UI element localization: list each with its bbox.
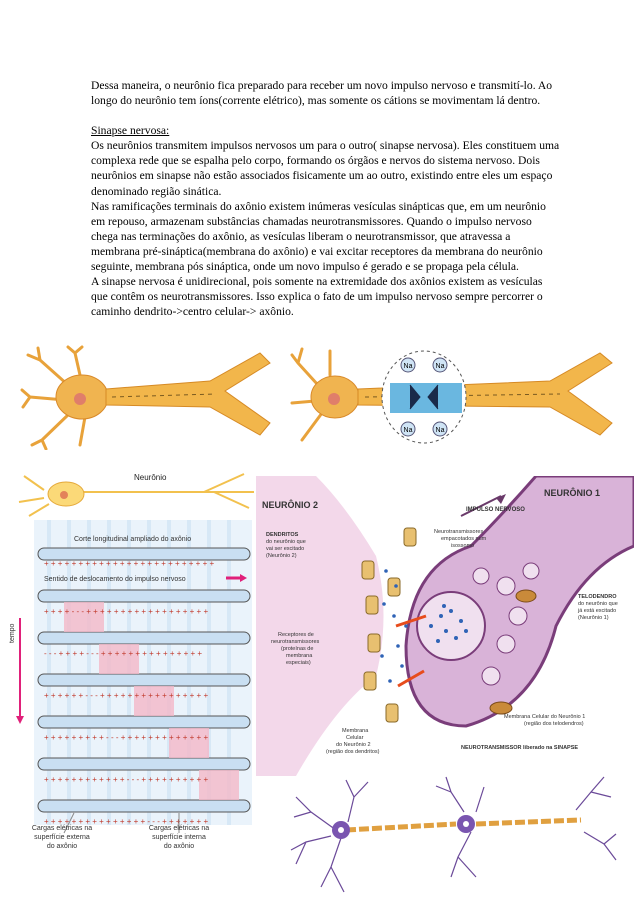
neuron2-title: NEURÔNIO 2 [262,499,318,510]
time-label: tempo [9,623,16,643]
released-label: NEUROTRANSMISSOR liberado na SINAPSE [461,745,578,751]
membrane1-label-2: (região dos telodendros) [524,721,584,727]
paragraph-synapse-network: Os neurônios transmitem impulsos nervoso… [91,139,560,198]
membrane2-label-4: (região dos dendritos) [326,749,380,755]
paragraph-unidirectional: A sinapse nervosa é unidirecional, pois … [91,275,543,319]
receptors-label-5: especiais) [286,660,311,666]
svg-text:+ + + + + + + + + + + + + + +: + + + + + + + + + + + + + + + + + + + + … [44,559,214,568]
ion-label: Na [404,363,413,370]
receptors-label-1: Receptores de [278,632,314,638]
section-heading: Sinapse nervosa: [91,124,170,138]
dendrites-label-4: (Neurônio 2) [266,553,297,559]
telodendro-label-1: TELODENDRO [578,594,617,600]
axon-charge-diagram: Neurônio Corte longitudinal ampliado do … [9,473,254,850]
telodendro-label-4: (Neurônio 1) [578,615,609,621]
packed-label-3: isossomo [451,543,474,549]
svg-text:+ + + + + + + + + + + + + + +: + + + + + + + + + + + + + + + - - - + + … [44,817,208,826]
dendrites-label-1: DENDRITOS [266,532,299,538]
paragraph-vesicles: Nas ramificações terminais do axônio exi… [91,199,546,274]
dendrites-label-3: vai ser excitado [266,546,304,552]
direction-label: Sentido de deslocamento do impulso nervo… [44,576,186,583]
membrane2-label-2: Celular [346,735,364,741]
neuron-ion-channel-illustration: Na Na Na Na [290,347,613,444]
ion-label: Na [404,427,413,434]
receptors-label-3: (proteínas de [281,646,313,652]
section-label: Corte longitudinal ampliado do axônio [74,536,191,543]
document-text: Dessa maneira, o neurônio fica preparado… [91,78,561,319]
membrane2-label-3: do Neurônio 2 [336,742,371,748]
telodendro-label-2: do neurônio que [578,601,618,607]
synapse-diagram: NEURÔNIO 2 NEURÔNIO 1 IMPULSO NERVOSO DE… [256,476,634,776]
telodendro-label-3: já está excitado [577,608,616,614]
caption-outer-line-2: superfície externa [34,834,90,841]
packed-label-1: Neurotransmissores [434,529,483,535]
impulse-label: IMPULSO NERVOSO [466,507,525,513]
svg-text:+ + + + - - - + + + + + + + +: + + + + - - - + + + + + + + + + + + + + … [44,607,208,616]
caption-outer-line-1: Cargas elétricas na [32,825,92,832]
ion-label: Na [436,427,445,434]
packed-label-2: empacotados num [441,536,487,542]
caption-inner-line-3: do axônio [164,843,194,850]
receptors-label-2: neurotransmissores [271,639,320,645]
ion-label: Na [436,363,445,370]
neuron-chain-illustration [290,776,617,893]
receptors-label-4: membrana [286,653,313,659]
neuron-label: Neurônio [134,473,167,482]
dendrites-label-2: do neurônio que [266,539,306,545]
membrane1-label-1: Membrana Celular do Neurônio 1 [504,714,585,720]
neuron-illustration-left [20,345,271,450]
svg-text:+ + + + + + + + + - - - + + +: + + + + + + + + + - - - + + + + + + + + … [44,733,208,742]
caption-inner-line-2: superfície interna [152,834,206,841]
svg-text:+ + + + + + - - - + + + + + +: + + + + + + - - - + + + + + + + + + + + … [44,691,208,700]
caption-outer-line-3: do axônio [47,843,77,850]
svg-text:- - - + + + + - - - + + + + +: - - - + + + + - - - + + + + + + + + + + … [44,649,202,658]
caption-inner-line-1: Cargas elétricas na [149,825,209,832]
svg-text:+ + + + + + + + + + + + - - -: + + + + + + + + + + + + - - - + + + + + … [44,775,208,784]
paragraph-intro: Dessa maneira, o neurônio fica preparado… [91,79,553,108]
neuron1-title: NEURÔNIO 1 [544,487,600,498]
membrane2-label-1: Membrana [342,728,369,734]
